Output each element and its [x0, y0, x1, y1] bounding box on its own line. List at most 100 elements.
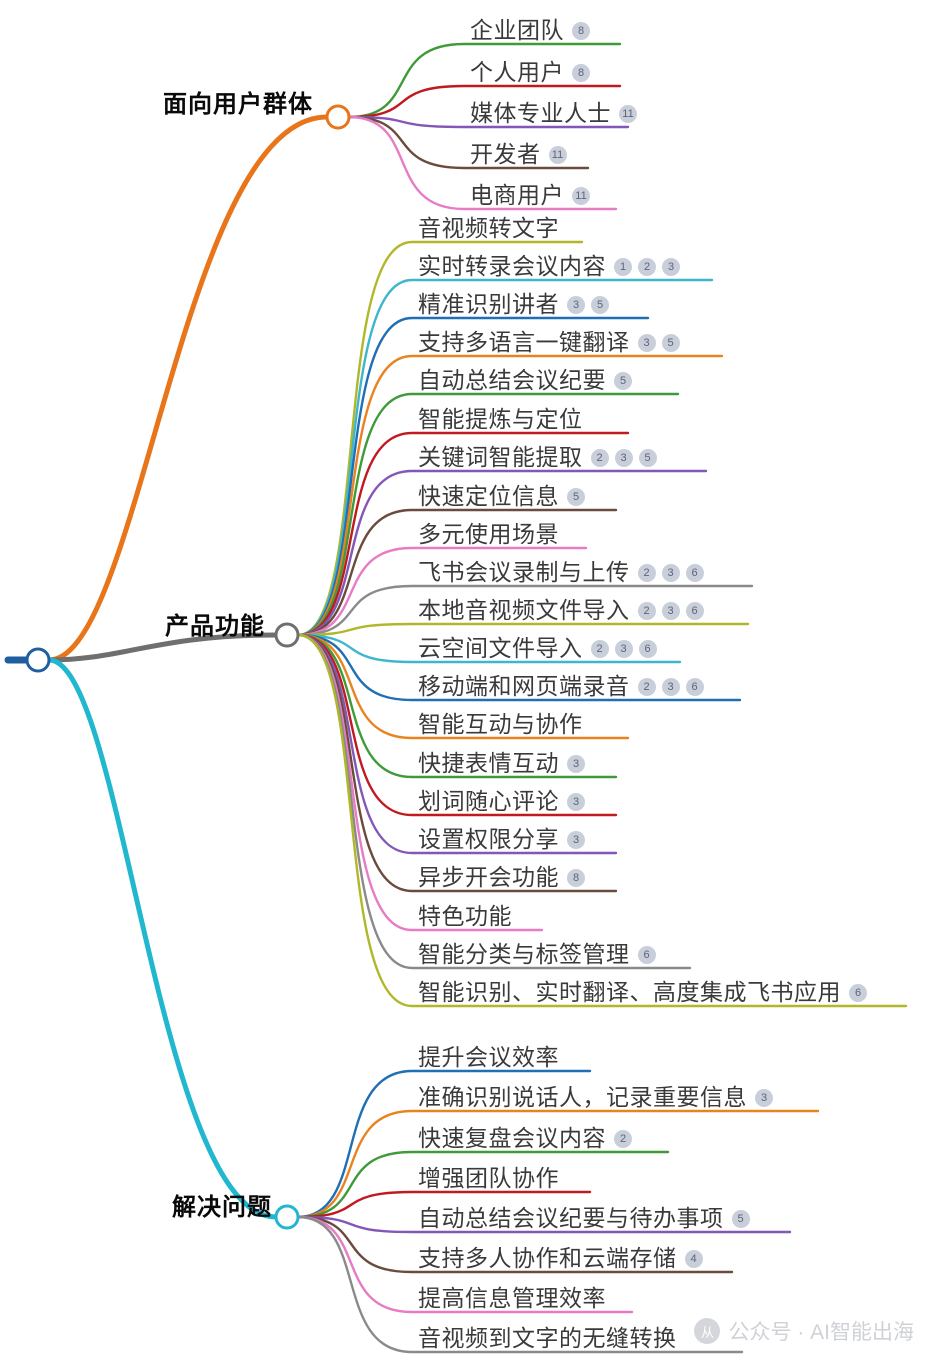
count-badge[interactable]: 2: [638, 258, 656, 276]
leaf-node[interactable]: 划词随心评论 3: [418, 788, 585, 814]
leaf-badge-group: 3: [567, 793, 585, 814]
count-badge[interactable]: 2: [637, 602, 656, 620]
branch-node-features[interactable]: [274, 622, 300, 648]
count-badge[interactable]: 5: [591, 296, 609, 314]
count-badge[interactable]: 5: [614, 372, 632, 390]
leaf-line: [347, 42, 622, 119]
count-badge[interactable]: 6: [637, 946, 656, 964]
leaf-label: 划词随心评论: [418, 788, 559, 814]
count-badge[interactable]: 11: [548, 146, 567, 164]
count-badge[interactable]: 4: [684, 1250, 703, 1268]
count-badge[interactable]: 3: [567, 296, 585, 314]
root-node[interactable]: [25, 647, 51, 673]
leaf-node[interactable]: 智能互动与协作: [418, 711, 583, 737]
leaf-node[interactable]: 多元使用场景: [418, 521, 559, 547]
leaf-line: [296, 508, 618, 637]
leaf-line: [296, 1215, 744, 1354]
leaf-line: [296, 584, 754, 637]
leaf-line: [296, 1150, 670, 1219]
leaf-label: 实时转录会议内容: [418, 253, 606, 279]
count-badge[interactable]: 11: [619, 105, 637, 123]
count-badge[interactable]: 3: [661, 564, 680, 582]
leaf-node[interactable]: 增强团队协作: [418, 1165, 559, 1191]
leaf-label: 增强团队协作: [418, 1165, 559, 1191]
count-badge[interactable]: 3: [661, 602, 680, 620]
count-badge[interactable]: 8: [572, 64, 590, 82]
branch-label-features[interactable]: 产品功能: [165, 613, 265, 640]
count-badge[interactable]: 6: [685, 602, 704, 620]
count-badge[interactable]: 6: [638, 640, 657, 658]
leaf-line: [296, 546, 588, 637]
leaf-label: 企业团队: [470, 17, 564, 43]
count-badge[interactable]: 5: [661, 334, 680, 352]
leaf-node[interactable]: 特色功能: [418, 903, 512, 929]
leaf-node[interactable]: 音视频转文字: [418, 215, 559, 241]
leaf-label: 音视频到文字的无缝转换: [418, 1325, 677, 1351]
leaf-label: 特色功能: [418, 903, 512, 929]
leaf-badge-group: 3: [567, 755, 585, 776]
count-badge[interactable]: 2: [590, 449, 609, 467]
count-badge[interactable]: 3: [662, 258, 680, 276]
count-badge[interactable]: 2: [590, 640, 609, 658]
count-badge[interactable]: 5: [638, 449, 657, 467]
count-badge[interactable]: 2: [637, 564, 656, 582]
count-badge[interactable]: 2: [637, 678, 656, 696]
count-badge[interactable]: 2: [614, 1130, 632, 1148]
leaf-line: [347, 115, 590, 170]
count-badge[interactable]: 6: [685, 678, 704, 696]
leaf-badge-group: 2: [614, 1130, 632, 1151]
count-badge[interactable]: 3: [661, 678, 680, 696]
count-badge[interactable]: 3: [567, 793, 585, 811]
count-badge[interactable]: 3: [755, 1089, 773, 1107]
branch-label-audience[interactable]: 面向用户群体: [163, 91, 313, 118]
count-badge[interactable]: 8: [572, 22, 590, 40]
branch-label-problems[interactable]: 解决问题: [172, 1194, 272, 1221]
count-badge[interactable]: 5: [567, 488, 585, 506]
leaf-node[interactable]: 提升会议效率: [418, 1044, 559, 1070]
count-badge[interactable]: 11: [572, 187, 590, 205]
count-badge[interactable]: 8: [567, 869, 585, 887]
leaf-line: [296, 633, 618, 779]
leaf-node[interactable]: 智能提炼与定位: [418, 406, 583, 432]
count-badge[interactable]: 5: [731, 1210, 750, 1228]
count-badge[interactable]: 3: [567, 755, 585, 773]
count-badge[interactable]: 6: [849, 984, 867, 1002]
leaf-node[interactable]: 企业团队 8: [470, 17, 590, 43]
count-badge[interactable]: 6: [685, 564, 704, 582]
leaf-node[interactable]: 音视频到文字的无缝转换: [418, 1325, 677, 1351]
leaf-badge-group: 6: [849, 984, 867, 1005]
count-badge[interactable]: 1: [614, 258, 632, 276]
leaf-label: 飞书会议录制与上传: [418, 559, 630, 585]
count-badge[interactable]: 3: [567, 831, 585, 849]
branch-node-problems[interactable]: [274, 1204, 300, 1230]
leaf-node[interactable]: 提高信息管理效率: [418, 1285, 606, 1311]
count-badge[interactable]: 3: [637, 334, 656, 352]
count-badge[interactable]: 3: [614, 449, 633, 467]
branch-node-audience[interactable]: [325, 104, 351, 130]
count-badge[interactable]: 3: [614, 640, 633, 658]
